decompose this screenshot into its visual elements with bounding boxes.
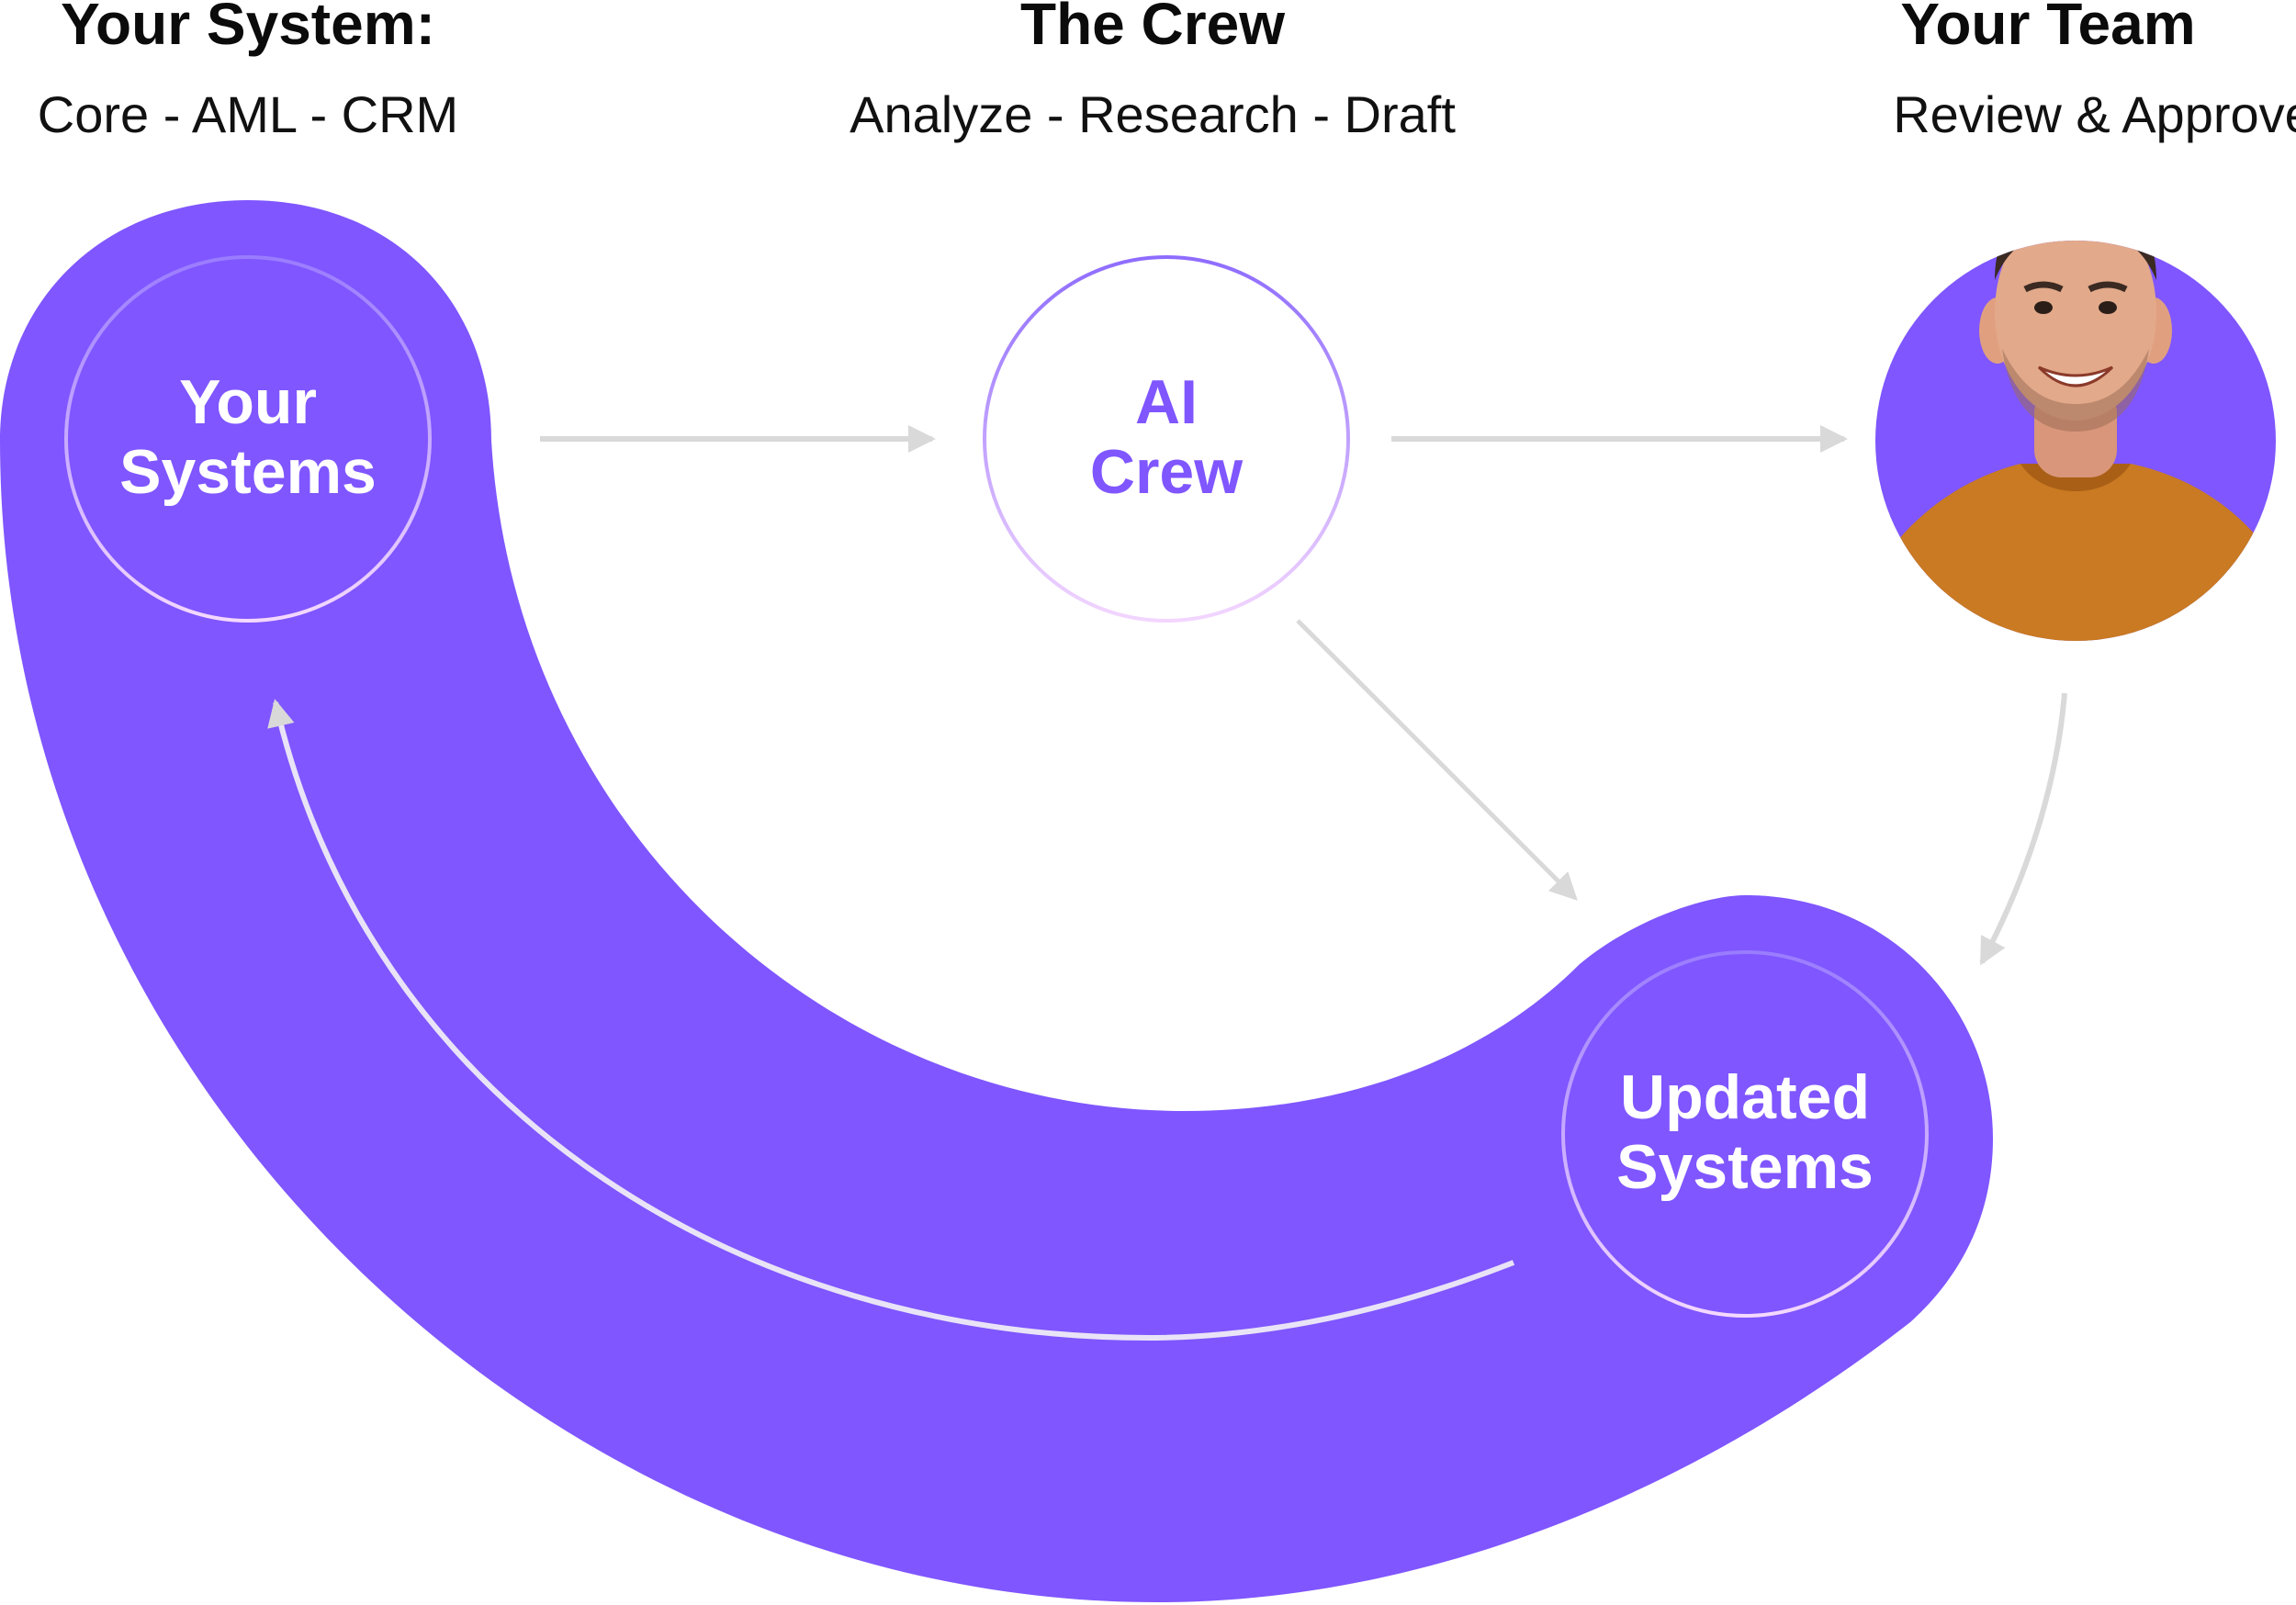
ai-crew-node [983, 255, 1350, 623]
ai-crew-label: AI Crew [983, 367, 1350, 507]
column-subtitle: Core - AML - CRM [37, 85, 459, 143]
node-label-line: Systems [119, 437, 377, 507]
column-title: Your System: [61, 0, 435, 57]
column-header-systems: Your System: Core - AML - CRM [0, 0, 496, 147]
node-label-line: Your [179, 367, 317, 437]
node-label-line: AI [1135, 367, 1198, 437]
updated-systems-node [1561, 950, 1929, 1318]
feedback-loop-band [0, 200, 1993, 1602]
your-systems-node [64, 255, 432, 623]
arrow-updated-to-systems [267, 699, 1515, 1341]
team-avatar [1875, 241, 2276, 641]
node-label-line: Updated [1620, 1062, 1870, 1132]
column-header-crew: The Crew Analyze - Research - Draft [808, 0, 1497, 147]
column-subtitle: Review & Approve [1893, 85, 2296, 143]
column-title: The Crew [1019, 0, 1286, 57]
arrow-crew-to-updated [1296, 619, 1578, 901]
node-label-line: Systems [1616, 1132, 1874, 1202]
column-subtitle: Analyze - Research - Draft [850, 85, 1456, 143]
column-title: Your Team [1900, 0, 2196, 57]
your-systems-label: Your Systems [64, 367, 432, 507]
column-header-team: Your Team Review & Approve [1837, 0, 2296, 147]
node-label-line: Crew [1089, 437, 1244, 507]
arrow-team-to-updated [1979, 692, 2067, 966]
updated-systems-label: Updated Systems [1561, 1062, 1929, 1202]
